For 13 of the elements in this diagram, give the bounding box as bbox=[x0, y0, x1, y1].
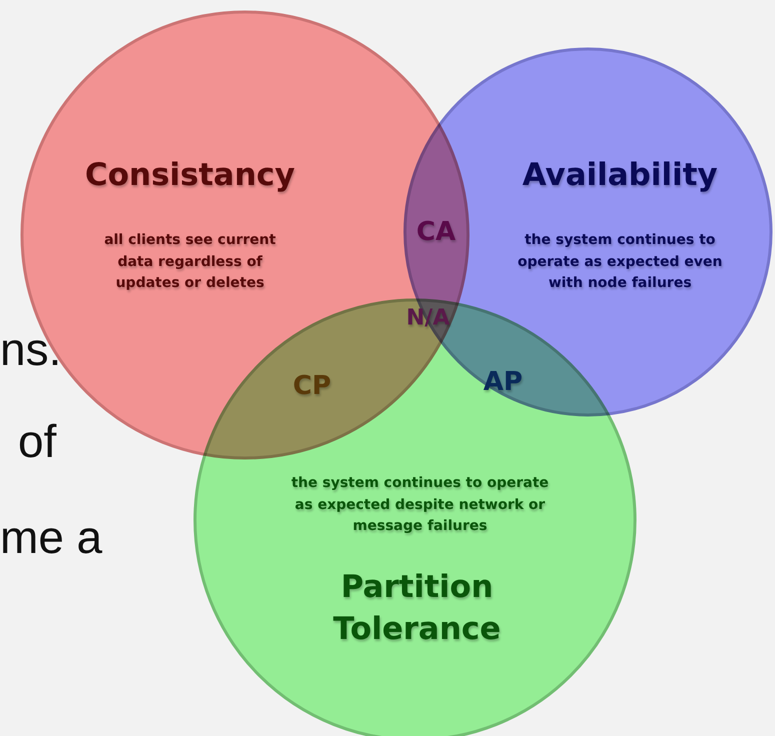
circle-heading: Availability bbox=[521, 156, 719, 195]
circle-heading: Consistancy bbox=[84, 156, 296, 195]
region-label: CA bbox=[416, 217, 456, 247]
circle-description: the system continues to operate as expected even with node failures bbox=[516, 231, 724, 294]
circle-description: the system continues to operate as expected despite network or message failures bbox=[290, 474, 550, 536]
text-fragment: ns. bbox=[0, 322, 62, 376]
region-label: AP bbox=[483, 367, 523, 397]
region-label: N/A bbox=[406, 306, 450, 330]
text-fragment: of bbox=[18, 414, 56, 468]
region-label: CP bbox=[292, 371, 332, 401]
circle-heading: Partition Tolerance bbox=[332, 568, 502, 649]
circle-description: all clients see current data regardless of updates or deletes bbox=[103, 231, 277, 294]
text-fragment: me a bbox=[0, 510, 102, 564]
